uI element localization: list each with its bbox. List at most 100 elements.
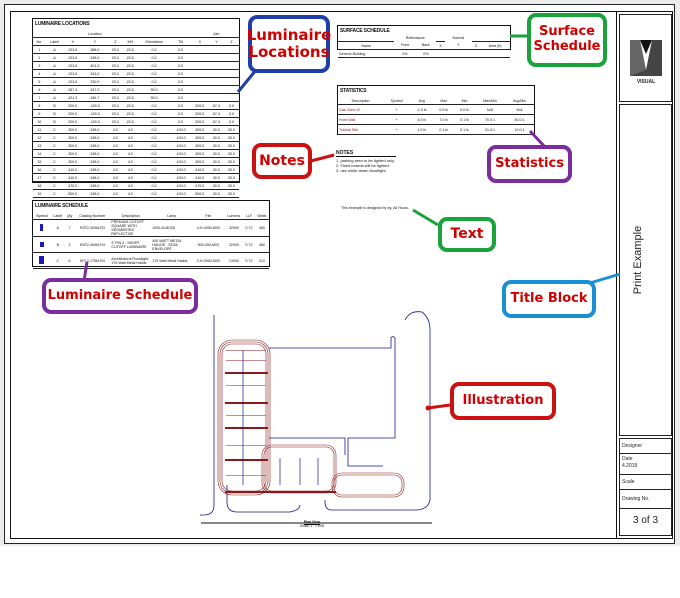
column-header: Symbol bbox=[383, 97, 411, 105]
table-cell: 4.0 bbox=[122, 165, 138, 174]
table-cell: 0.0 bbox=[170, 93, 191, 102]
table-cell: A bbox=[50, 219, 65, 237]
table-cell: 4.0 bbox=[107, 149, 123, 158]
table-cell: 90.0 bbox=[137, 93, 171, 102]
table-cell: 4.0 bbox=[107, 173, 123, 182]
table-cell: PREMIUM CUTOFF SQUARE WITH SEGMENTED REF… bbox=[110, 219, 152, 237]
table-cell: 2 bbox=[33, 53, 46, 62]
table-cell: 90.0 bbox=[137, 85, 171, 94]
table-cell: 410.0 bbox=[63, 165, 82, 174]
table-cell: 0.0 bbox=[137, 173, 171, 182]
table-cell: 40.0:1 bbox=[505, 114, 534, 125]
table-cell: 4.0 bbox=[107, 157, 123, 166]
column-header: Z bbox=[107, 37, 123, 46]
column-header: Area (ft) bbox=[480, 41, 510, 50]
column-header: Description bbox=[110, 212, 152, 220]
table-cell: 0.1 fc bbox=[433, 124, 455, 135]
table-cell bbox=[223, 61, 239, 70]
table-cell: -100.0 bbox=[81, 117, 108, 126]
table-cell: 0.0 bbox=[137, 133, 171, 142]
table-cell: KSF2-400M-R3 bbox=[74, 219, 111, 237]
table-cell: 0.0 fc bbox=[433, 104, 455, 115]
table-cell: 200.0 bbox=[190, 109, 209, 118]
column-header: X bbox=[63, 37, 82, 46]
table-cell: 300.0 bbox=[190, 157, 209, 166]
table-cell: 0% bbox=[415, 49, 437, 58]
table-cell: 348.0 bbox=[81, 165, 108, 174]
table-cell bbox=[190, 53, 209, 62]
column-header: MH bbox=[122, 37, 138, 46]
table-cell: 200.0 bbox=[63, 117, 82, 126]
normal-group-header: Normal bbox=[452, 35, 465, 40]
table-cell: A bbox=[45, 53, 64, 62]
table-cell: 348.0 bbox=[81, 141, 108, 150]
table-cell: 18 bbox=[33, 181, 46, 190]
table-cell: 346.7 bbox=[81, 93, 108, 102]
table-cell: 3 bbox=[33, 61, 46, 70]
table-cell: 0.0 bbox=[137, 189, 171, 198]
table-cell: 0.0 bbox=[137, 101, 171, 110]
table-cell: B bbox=[45, 109, 64, 118]
reflectance-group-header: Reflectance bbox=[405, 35, 425, 40]
table-cell: 1 bbox=[33, 45, 46, 54]
table-cell: C bbox=[45, 189, 64, 198]
table-cell: + bbox=[383, 114, 411, 125]
column-header: No. bbox=[33, 37, 46, 46]
column-header: Y bbox=[208, 37, 224, 46]
table-cell: 348.0 bbox=[81, 173, 108, 182]
scale-field: Scale bbox=[620, 475, 671, 490]
table-cell: 0.72 bbox=[243, 219, 255, 237]
surface-schedule-title: SURFACE SCHEDULE bbox=[340, 28, 390, 34]
table-cell: 0.0 bbox=[170, 61, 191, 70]
table-cell: 0.0 bbox=[170, 101, 191, 110]
table-cell: 0.0 bbox=[137, 77, 171, 86]
table-cell: A bbox=[45, 61, 64, 70]
table-cell bbox=[480, 49, 510, 58]
table-cell: 12 bbox=[33, 133, 46, 142]
notes-block: NOTES 1. parking area to be lighted only… bbox=[336, 150, 396, 173]
table-cell: 17 bbox=[33, 173, 46, 182]
table-cell bbox=[208, 53, 224, 62]
group-header-row: Location Aim bbox=[33, 30, 239, 38]
table-cell: Tutorial Site bbox=[338, 124, 384, 135]
table-cell bbox=[190, 45, 209, 54]
svg-text:VISUAL: VISUAL bbox=[636, 79, 654, 85]
table-cell: 0.0 bbox=[137, 69, 171, 78]
table-cell: 4.0 bbox=[107, 165, 123, 174]
table-cell: 4.0 bbox=[107, 141, 123, 150]
table-cell: A bbox=[45, 93, 64, 102]
table-cell bbox=[190, 93, 209, 102]
table-cell: 10.0:1 bbox=[505, 124, 534, 135]
table-cell: 30.0 bbox=[208, 165, 224, 174]
table-cell: 410.0 bbox=[190, 165, 209, 174]
table-cell: 500.0 bbox=[63, 189, 82, 198]
table-cell: 10 bbox=[33, 117, 46, 126]
table-cell: 348.0 bbox=[81, 189, 108, 198]
plan-scale: Scale: 1" = 60ft bbox=[300, 524, 324, 528]
table-cell: 0-H-0000-M03 bbox=[192, 252, 225, 269]
table-cell: 4.0 fc bbox=[410, 114, 434, 125]
notes-title: NOTES bbox=[336, 150, 396, 157]
table-cell: -100.0 bbox=[170, 181, 191, 190]
table-cell: 0.72 bbox=[243, 252, 255, 269]
table-cell bbox=[190, 61, 209, 70]
table-cell: 19 bbox=[33, 189, 46, 198]
table-cell: 30.0 bbox=[208, 173, 224, 182]
table-cell: 7 bbox=[64, 219, 75, 237]
table-cell: 175 Watt Metal Halide bbox=[151, 252, 193, 269]
table-cell: 123.6 bbox=[63, 45, 82, 54]
table-cell bbox=[223, 77, 239, 86]
